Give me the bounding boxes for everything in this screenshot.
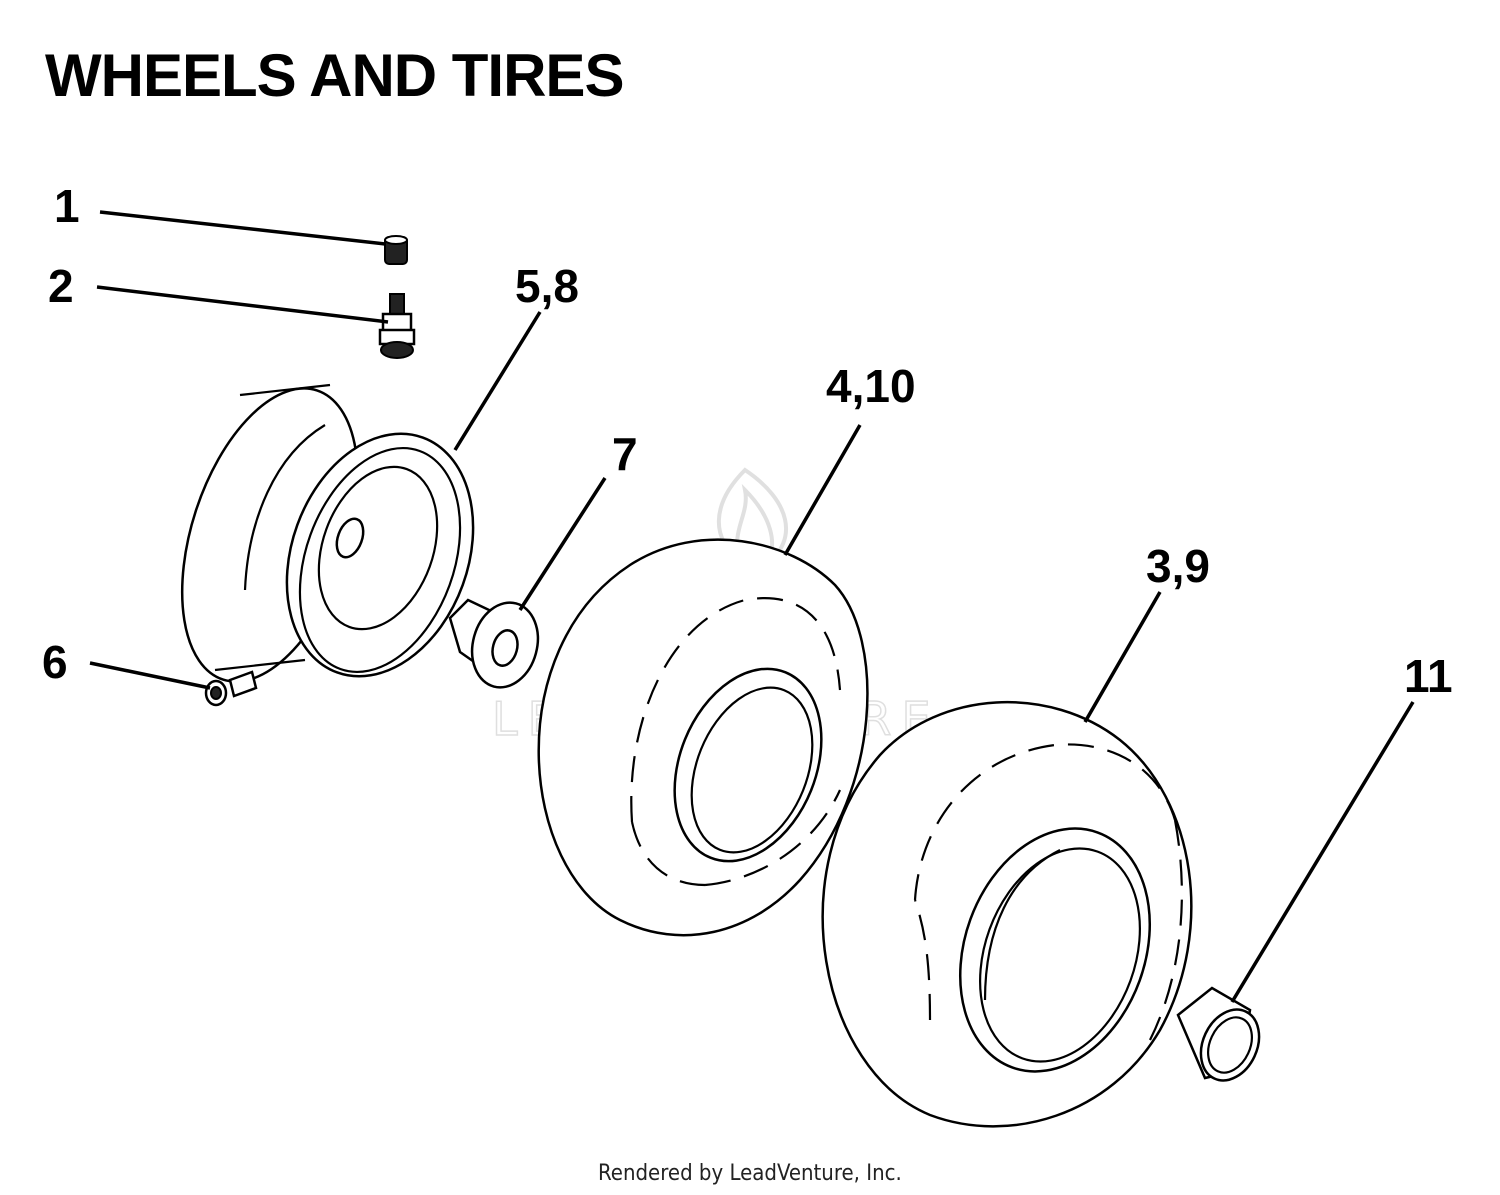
leader-line-4-10 bbox=[783, 424, 862, 556]
front-tire-part bbox=[537, 538, 869, 937]
hub-cap-part bbox=[1176, 986, 1261, 1082]
wheel-rim-part bbox=[180, 383, 475, 683]
leader-line-1 bbox=[99, 210, 386, 246]
valve-stem-part bbox=[378, 293, 416, 359]
footer-credit: Rendered by LeadVenture, Inc. bbox=[598, 1161, 902, 1186]
diagram-title: WHEELS AND TIRES bbox=[45, 42, 623, 109]
leader-line-5-8 bbox=[453, 311, 542, 451]
leader-line-2 bbox=[96, 285, 389, 324]
leader-line-3-9 bbox=[1083, 591, 1162, 723]
leader-line-6 bbox=[89, 661, 211, 690]
leader-line-11 bbox=[1230, 701, 1415, 1003]
callout-3-9: 3,9 bbox=[1146, 540, 1210, 592]
leader-line-7 bbox=[518, 477, 607, 611]
bushing-part bbox=[448, 598, 540, 689]
callout-1: 1 bbox=[54, 180, 80, 232]
callout-7: 7 bbox=[612, 428, 638, 480]
callout-5-8: 5,8 bbox=[515, 260, 579, 312]
grease-fitting-part bbox=[204, 670, 258, 707]
callout-4-10: 4,10 bbox=[826, 360, 916, 412]
callout-2: 2 bbox=[48, 260, 74, 312]
callout-11: 11 bbox=[1404, 650, 1453, 702]
callout-6: 6 bbox=[42, 636, 68, 688]
valve-cap-part bbox=[384, 235, 408, 265]
rear-tire-part bbox=[821, 700, 1193, 1128]
